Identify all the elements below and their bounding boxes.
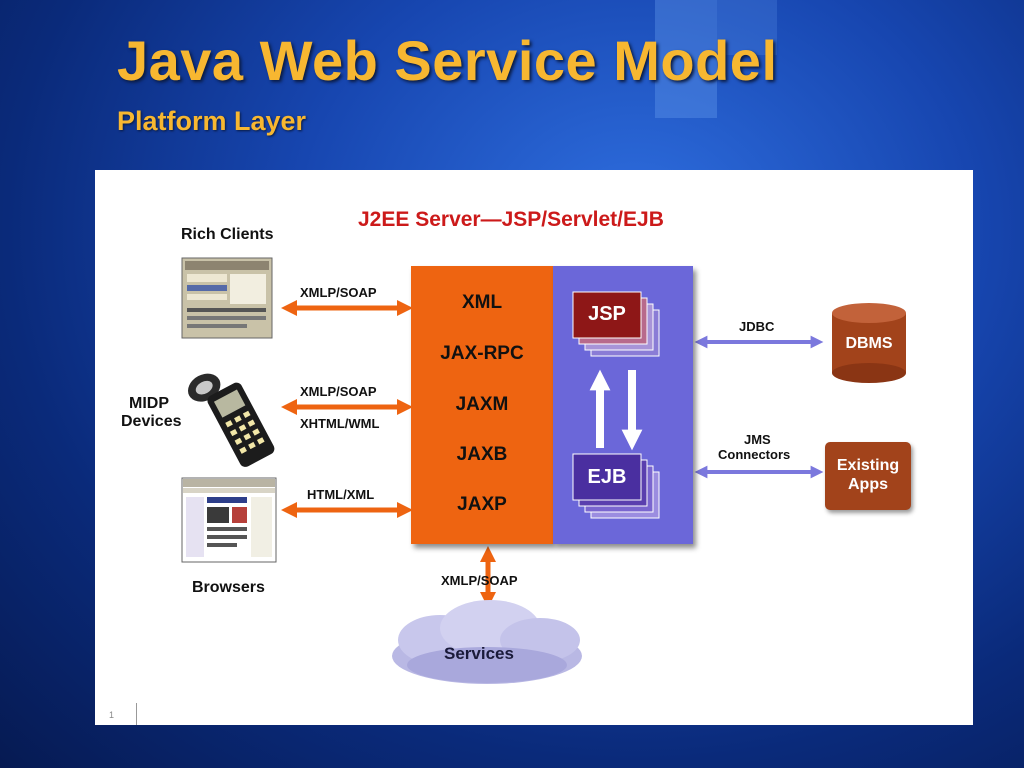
- midp-label-line2: Devices: [121, 413, 182, 430]
- midp-phone-icon: [188, 373, 275, 467]
- server-title: J2EE Server—JSP/Servlet/EJB: [358, 208, 664, 231]
- browser-screen-icon: [181, 477, 277, 563]
- page-number-divider: [136, 703, 137, 725]
- protocol-services: XMLP/SOAP: [441, 573, 518, 588]
- protocol-browser: HTML/XML: [307, 487, 375, 502]
- api-jax-rpc: JAX-RPC: [440, 343, 524, 364]
- api-jaxb: JAXB: [456, 444, 508, 465]
- slide-title: Java Web Service Model: [117, 29, 778, 92]
- rich-clients-label: Rich Clients: [181, 226, 274, 243]
- rich-client-screen-icon: [181, 257, 273, 339]
- ejb-label: EJB: [587, 466, 627, 488]
- services-label: Services: [444, 644, 514, 663]
- browsers-label: Browsers: [192, 579, 265, 596]
- existing-apps-label-line1: Existing: [836, 457, 900, 474]
- slide-subtitle: Platform Layer: [117, 106, 307, 136]
- api-jaxp: JAXP: [457, 494, 507, 515]
- diagram-panel: J2EE Server—JSP/Servlet/EJB: [95, 170, 973, 725]
- protocol-jms-line2: Connectors: [718, 447, 791, 462]
- page-number: 1: [109, 710, 115, 720]
- midp-label-line1: MIDP: [129, 395, 169, 412]
- existing-apps-label-line2: Apps: [848, 476, 888, 493]
- background-decoration: [655, 0, 717, 118]
- api-xml: XML: [461, 292, 503, 313]
- jsp-label: JSP: [588, 303, 626, 325]
- protocol-midp-1: XMLP/SOAP: [300, 384, 377, 399]
- services-cloud-icon: [392, 600, 582, 684]
- protocol-jdbc: JDBC: [739, 319, 775, 334]
- protocol-rich: XMLP/SOAP: [300, 285, 377, 300]
- api-panel: [411, 266, 553, 544]
- protocol-midp-2: XHTML/WML: [300, 416, 380, 431]
- protocol-jms-line1: JMS: [744, 432, 771, 447]
- existing-apps-box: [825, 442, 911, 510]
- dbms-cylinder-icon: [832, 303, 906, 383]
- background-decoration: [717, 0, 777, 55]
- dbms-label: DBMS: [845, 335, 893, 352]
- api-jaxm: JAXM: [455, 394, 509, 415]
